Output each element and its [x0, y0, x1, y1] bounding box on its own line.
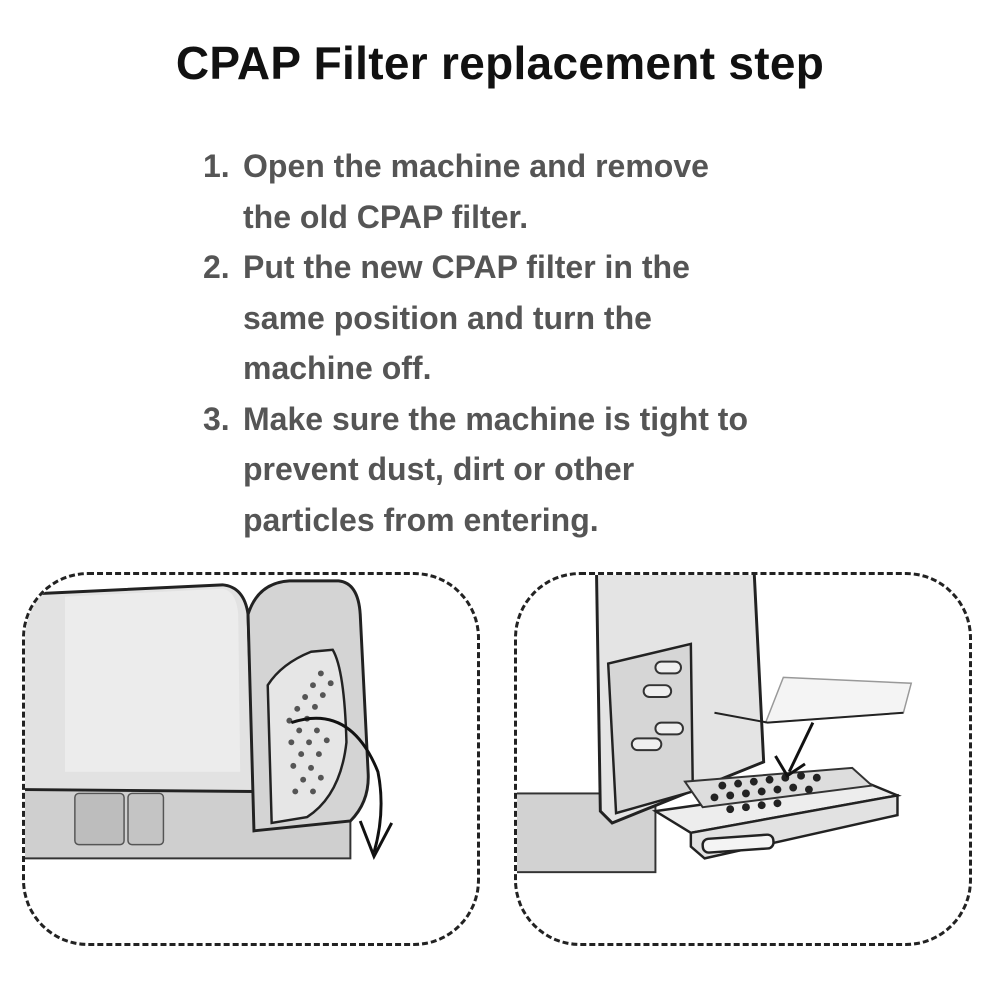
illustration-insert-filter: [514, 572, 972, 946]
new-filter-pad: [764, 676, 913, 724]
illustration-open-machine: [22, 572, 480, 946]
tray-holes: [710, 771, 821, 814]
arrow-head-icon: [358, 820, 394, 860]
step-line: same position and turn the: [243, 299, 652, 336]
machine-base-panel: [127, 792, 165, 846]
steps-list: 1. Open the machine and remove the old C…: [203, 141, 843, 545]
filter-tray-illustration: [517, 575, 913, 874]
cpap-machine-illustration: [25, 579, 394, 860]
step-line: Put the new CPAP filter in the: [243, 249, 690, 285]
step-text: Put the new CPAP filter in the same posi…: [243, 242, 843, 394]
step-line: machine off.: [243, 350, 432, 386]
step-text: Open the machine and remove the old CPAP…: [243, 141, 843, 242]
tray-handle: [701, 833, 775, 854]
step-number: 3.: [203, 400, 230, 437]
step-line: the old CPAP filter.: [243, 198, 529, 235]
step-1: 1. Open the machine and remove the old C…: [203, 141, 843, 242]
step-number: 2.: [203, 249, 230, 285]
step-text: Make sure the machine is tight to preven…: [243, 394, 843, 546]
arrow-head-icon: [774, 755, 806, 778]
step-line: particles from entering.: [243, 501, 599, 538]
step-3: 3. Make sure the machine is tight to pre…: [203, 394, 843, 546]
step-2: 2. Put the new CPAP filter in the same p…: [203, 242, 843, 394]
mounting-pegs: [630, 660, 684, 752]
filter-pad-edge: [714, 711, 904, 724]
down-arrow-icon: [787, 721, 815, 773]
curved-arrow-icon: [290, 716, 383, 853]
machine-base-panel: [74, 792, 125, 846]
step-line: Open the machine and remove: [243, 148, 709, 184]
step-line: prevent dust, dirt or other: [243, 451, 635, 487]
filter-cover: [266, 648, 348, 825]
step-number: 1.: [203, 148, 230, 184]
machine-top-highlight: [65, 588, 241, 772]
step-line: Make sure the machine is tight to: [243, 400, 748, 437]
page-title: CPAP Filter replacement step: [175, 37, 825, 89]
